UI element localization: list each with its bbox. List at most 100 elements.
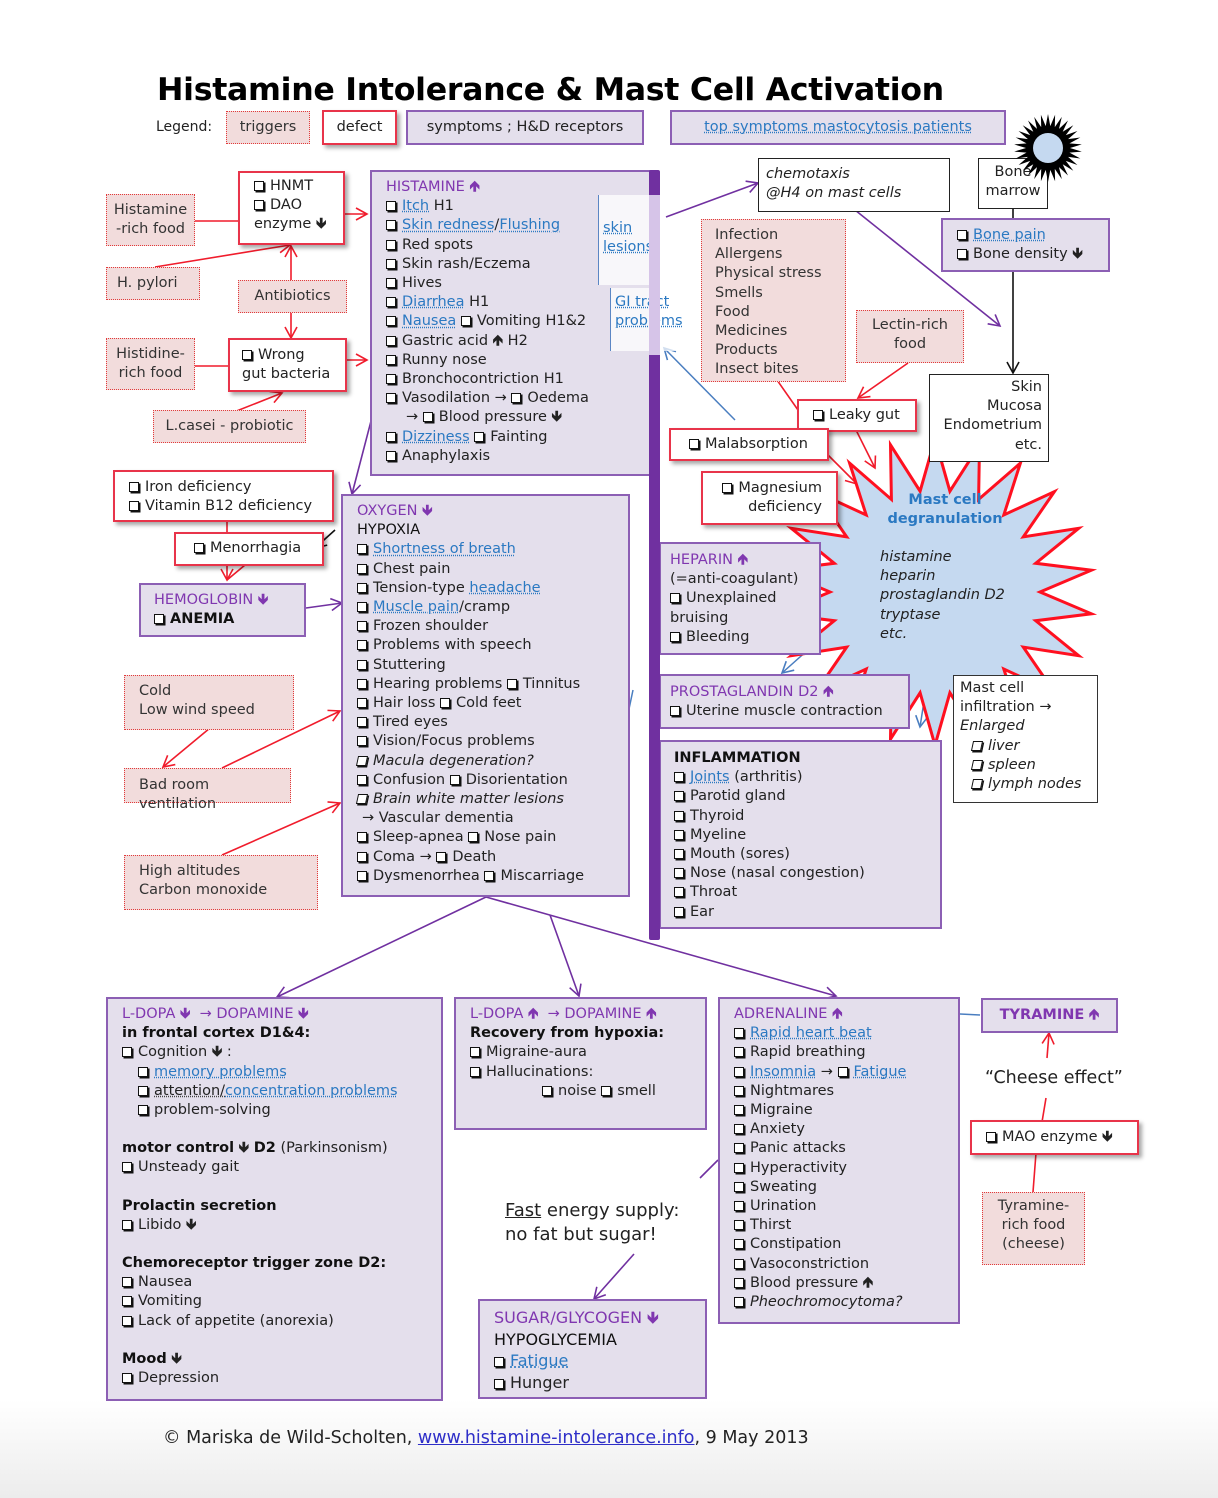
hemoglobin-box: HEMOGLOBIN 🡻 ANEMIA — [139, 583, 306, 637]
tissue-item: Endometrium — [943, 417, 1042, 434]
mood-label: Mood 🡻 — [122, 1350, 427, 1369]
arrow-up-icon: 🡹 — [862, 1274, 874, 1291]
symptom-runny-nose: Runny nose — [386, 351, 639, 370]
page-background — [0, 1400, 1218, 1498]
trigger-item: Infection — [715, 227, 779, 243]
trigger-general-list: Infection Allergens Physical stress Smel… — [701, 219, 846, 382]
symptom-tired-eyes: Tired eyes — [357, 713, 614, 732]
legend-symptoms-label: symptoms ; H&D receptors — [426, 119, 624, 135]
arrow-up-icon: 🡹 — [527, 1006, 539, 1022]
footer: © Mariska de Wild-Scholten, www.histamin… — [163, 1428, 809, 1448]
chemotaxis-line-2: @H4 on mast cells — [766, 185, 902, 202]
heparin-header: HEPARIN 🡹 — [670, 551, 810, 570]
checkbox-icon — [357, 621, 367, 632]
link-fatigue-adrenaline[interactable]: Fatigue — [853, 1063, 907, 1080]
checkbox-icon — [254, 181, 264, 191]
symptom-anaphylaxis: Anaphylaxis — [386, 447, 639, 466]
defect-mao: MAO enzyme 🡻 — [970, 1120, 1139, 1155]
checkbox-icon — [357, 602, 367, 613]
checkbox-icon — [386, 374, 396, 385]
link-bone-pain[interactable]: Bone pain — [973, 227, 1046, 243]
symptom-vision: Vision/Focus problems — [357, 732, 614, 751]
link-headache[interactable]: headache — [469, 579, 541, 596]
checkbox-icon — [734, 1143, 744, 1154]
frontal-cortex-label: in frontal cortex D1&4: — [122, 1025, 311, 1042]
tissue-item: etc. — [1014, 436, 1042, 453]
arrow-up-icon: 🡹 — [469, 179, 480, 195]
trigger-cold: Cold Low wind speed — [124, 675, 294, 730]
defect-magnesium: Magnesium deficiency — [701, 471, 838, 525]
trigger-item: Cold — [139, 683, 172, 699]
checkbox-icon — [357, 717, 367, 728]
link-concentration-problems[interactable]: concentration problems — [225, 1082, 398, 1099]
trigger-item: High altitudes — [139, 863, 241, 879]
symptom-sleep-apnea: Sleep-apnea Nose pain — [357, 828, 614, 847]
checkbox-icon — [837, 1066, 848, 1077]
arrow-histamine-to-chemotaxis — [665, 180, 760, 218]
dopamine-high-box: L-DOPA 🡹 → DOPAMINE 🡹 Recovery from hypo… — [454, 997, 707, 1130]
checkbox-icon — [542, 1085, 552, 1096]
trigger-histidine-food: Histidine- rich food — [106, 338, 195, 390]
link-insomnia[interactable]: Insomnia — [750, 1063, 817, 1080]
link-nausea[interactable]: Nausea — [402, 313, 457, 330]
checkbox-icon — [470, 1066, 480, 1077]
link-diarrhea[interactable]: Diarrhea — [402, 294, 465, 311]
symptom-nausea: Nausea Vomiting H1&2 — [386, 312, 639, 331]
checkbox-icon — [386, 297, 396, 308]
arrow-up-icon: 🡹 — [823, 684, 834, 700]
link-fatigue[interactable]: Fatigue — [510, 1351, 569, 1370]
link-skin-redness[interactable]: Skin redness — [402, 217, 495, 234]
link-memory-problems[interactable]: memory problems — [154, 1063, 287, 1080]
arrow-down-icon: 🡻 — [211, 1044, 223, 1061]
link-itch[interactable]: Itch — [402, 198, 430, 215]
arrow-right-icon: → — [406, 409, 419, 426]
checkbox-icon — [386, 431, 396, 442]
ctz-label: Chemoreceptor trigger zone D2: — [122, 1255, 387, 1272]
arrow-right-icon: → — [199, 1006, 212, 1022]
trigger-h-pylori: H. pylori — [106, 267, 200, 300]
checkbox-icon — [122, 1047, 132, 1058]
arrow-up-icon: 🡹 — [646, 1006, 657, 1022]
inflammation-box: INFLAMMATION Joints (arthritis) Parotid … — [659, 740, 942, 929]
trigger-lectin-food: Lectin-rich food — [856, 310, 964, 363]
symptom-hallucinations: Hallucinations: — [470, 1063, 691, 1082]
link-rapid-heart-beat[interactable]: Rapid heart beat — [750, 1025, 872, 1042]
symptom-stuttering: Stuttering — [357, 656, 614, 675]
defect-gut-bacteria: Wrong gut bacteria — [228, 338, 347, 392]
checkbox-icon — [734, 1124, 744, 1135]
tissue-item: Skin — [1011, 379, 1042, 395]
trigger-item: Medicines — [715, 323, 788, 340]
link-dizziness[interactable]: Dizziness — [402, 428, 470, 445]
checkbox-icon — [734, 1258, 744, 1269]
checkbox-icon — [357, 678, 367, 689]
legend-symptoms: symptoms ; H&D receptors — [406, 110, 644, 145]
footer-link[interactable]: www.histamine-intolerance.info — [417, 1428, 695, 1448]
checkbox-icon — [122, 1315, 132, 1326]
trigger-histamine-food: Histamine -rich food — [106, 194, 195, 246]
checkbox-icon — [494, 1378, 504, 1389]
checkbox-icon — [734, 1162, 744, 1173]
adrenaline-item: Thirst — [734, 1216, 944, 1235]
link-joints[interactable]: Joints — [690, 769, 730, 786]
checkbox-icon — [357, 659, 367, 670]
legend-top-symptoms-link[interactable]: top symptoms mastocytosis patients — [704, 119, 972, 135]
link-shortness-of-breath[interactable]: Shortness of breath — [373, 541, 516, 558]
link-skin-lesions[interactable]: skin lesions — [603, 220, 654, 255]
checkbox-icon — [484, 870, 495, 881]
tissue-item: Mucosa — [987, 398, 1042, 415]
energy-note-line1: energy supply: — [541, 1200, 680, 1221]
checkbox-icon — [601, 1085, 612, 1096]
tyramine-box: TYRAMINE 🡹 — [981, 998, 1118, 1033]
checkbox-icon — [460, 316, 471, 327]
checkbox-icon — [986, 1132, 996, 1142]
symptom-broncho: Bronchocontriction H1 — [386, 370, 639, 389]
checkbox-icon — [674, 887, 684, 898]
oxygen-box: OXYGEN 🡻 HYPOXIA Shortness of breath Che… — [341, 494, 630, 897]
checkbox-icon — [674, 791, 684, 802]
link-muscle-pain[interactable]: Muscle pain — [373, 599, 460, 616]
defect-iron: Iron deficiency — [129, 478, 318, 497]
link-flushing[interactable]: Flushing — [499, 217, 561, 234]
checkbox-icon — [689, 439, 699, 449]
symptom-hunger: Hunger — [494, 1372, 691, 1394]
symptom-skin-rash: Skin rash/Eczema — [386, 255, 639, 274]
